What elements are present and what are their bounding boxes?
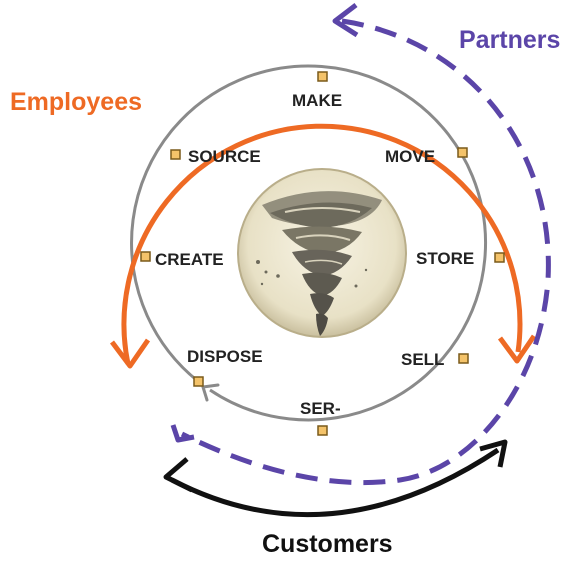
- stage-label-sell: SELL: [401, 350, 444, 369]
- stage-label-create: CREATE: [155, 250, 224, 269]
- stage-label-move: MOVE: [385, 147, 435, 166]
- stage-label-source: SOURCE: [188, 147, 261, 166]
- partners-label: Partners: [459, 26, 560, 54]
- stage-node-move: MOVE: [385, 147, 468, 166]
- stage-label-store: STORE: [416, 249, 474, 268]
- stage-node-sell: SELL: [401, 350, 469, 369]
- customers-label: Customers: [262, 530, 393, 558]
- tornado-icon: [256, 191, 382, 336]
- stage-label-service: SER-: [300, 399, 341, 418]
- stage-node-source: SOURCE: [170, 147, 261, 166]
- partners-arc: [180, 18, 551, 486]
- employees-arc: [121, 123, 523, 365]
- stage-node-service: SER-: [300, 399, 341, 436]
- customers-arrowhead-left: [163, 457, 194, 493]
- stage-node-create: CREATE: [140, 250, 224, 269]
- stage-label-dispose: DISPOSE: [187, 347, 263, 366]
- stage-node-dispose: DISPOSE: [187, 347, 263, 387]
- partners-arrowhead-bottom: [170, 424, 195, 443]
- employees-arrowhead-left: [110, 338, 151, 369]
- lifecycle-ring-arrowhead: [201, 383, 220, 402]
- stage-label-make: MAKE: [292, 91, 342, 110]
- lifecycle-ring: [130, 64, 488, 422]
- customers-arrowhead-right: [479, 439, 508, 468]
- employees-arrowhead-right: [497, 334, 537, 364]
- stage-node-make: MAKE: [292, 71, 342, 110]
- partners-arrowhead-top: [332, 3, 359, 38]
- employees-label: Employees: [10, 88, 142, 116]
- customers-arc: [170, 447, 500, 518]
- stage-node-store: STORE: [416, 249, 505, 268]
